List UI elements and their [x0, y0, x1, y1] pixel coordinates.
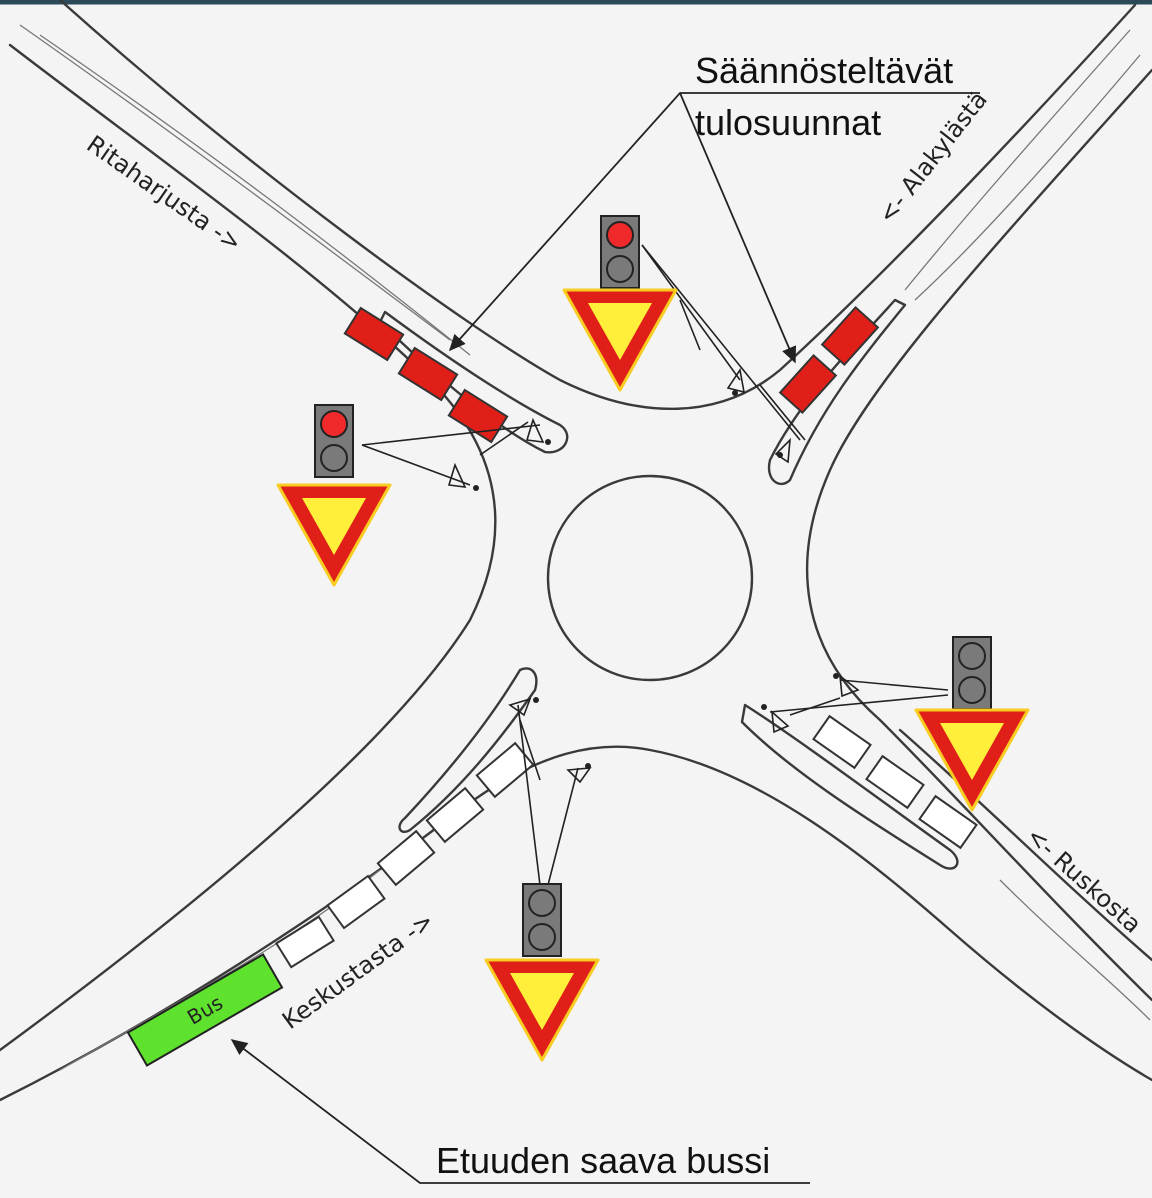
approach-label-south-west: Keskustasta -> — [277, 907, 439, 1035]
yield-sign-south — [484, 958, 600, 1062]
signal-light-bottom — [958, 676, 986, 704]
queue-south-east — [812, 714, 978, 850]
priority-bus-label: Etuuden saava bussi — [436, 1140, 770, 1181]
signal-south — [522, 883, 562, 957]
queue-box — [475, 741, 535, 799]
queue-box — [425, 786, 485, 844]
queue-box — [326, 874, 386, 930]
queue-north-east — [778, 305, 880, 415]
regulated-entries-label-line1: Säännösteltävät — [695, 50, 953, 91]
signal-north-west — [314, 404, 354, 478]
lane-lines — [19, 24, 1151, 1071]
queue-box — [865, 754, 925, 810]
queue-box — [397, 346, 459, 402]
road-edges — [0, 0, 1152, 1102]
regulated-entries-leaders — [448, 92, 980, 364]
queue-box — [778, 353, 838, 415]
priority-bus-leader — [230, 1039, 810, 1184]
queue-box — [343, 306, 405, 362]
signal-north — [600, 215, 640, 289]
regulated-entries-label-line2: tulosuunnat — [695, 102, 881, 143]
signal-light-bottom — [606, 255, 634, 283]
signal-light-top — [528, 889, 556, 917]
yield-sign-south-east — [914, 708, 1030, 812]
approach-label-south-east: <- Ruskosta — [1021, 822, 1147, 939]
signal-south-east — [952, 636, 992, 710]
queue-south-west — [275, 741, 535, 969]
queue-box — [376, 829, 436, 887]
yield-sign-north — [562, 288, 678, 392]
detector-lines — [361, 244, 949, 886]
approach-label-north-west: Ritaharjusta -> — [82, 130, 247, 257]
queue-box — [275, 915, 335, 969]
signal-light-top — [958, 642, 986, 670]
queue-box — [918, 794, 978, 850]
queue-north-west — [343, 306, 509, 444]
yield-sign-north-west — [276, 483, 392, 587]
queue-box — [812, 714, 872, 770]
signal-light-bottom — [528, 923, 556, 951]
priority-bus: Bus — [126, 953, 284, 1067]
signal-light-top — [320, 410, 348, 438]
queue-box — [820, 305, 880, 367]
signal-light-bottom — [320, 444, 348, 472]
signal-light-top — [606, 221, 634, 249]
